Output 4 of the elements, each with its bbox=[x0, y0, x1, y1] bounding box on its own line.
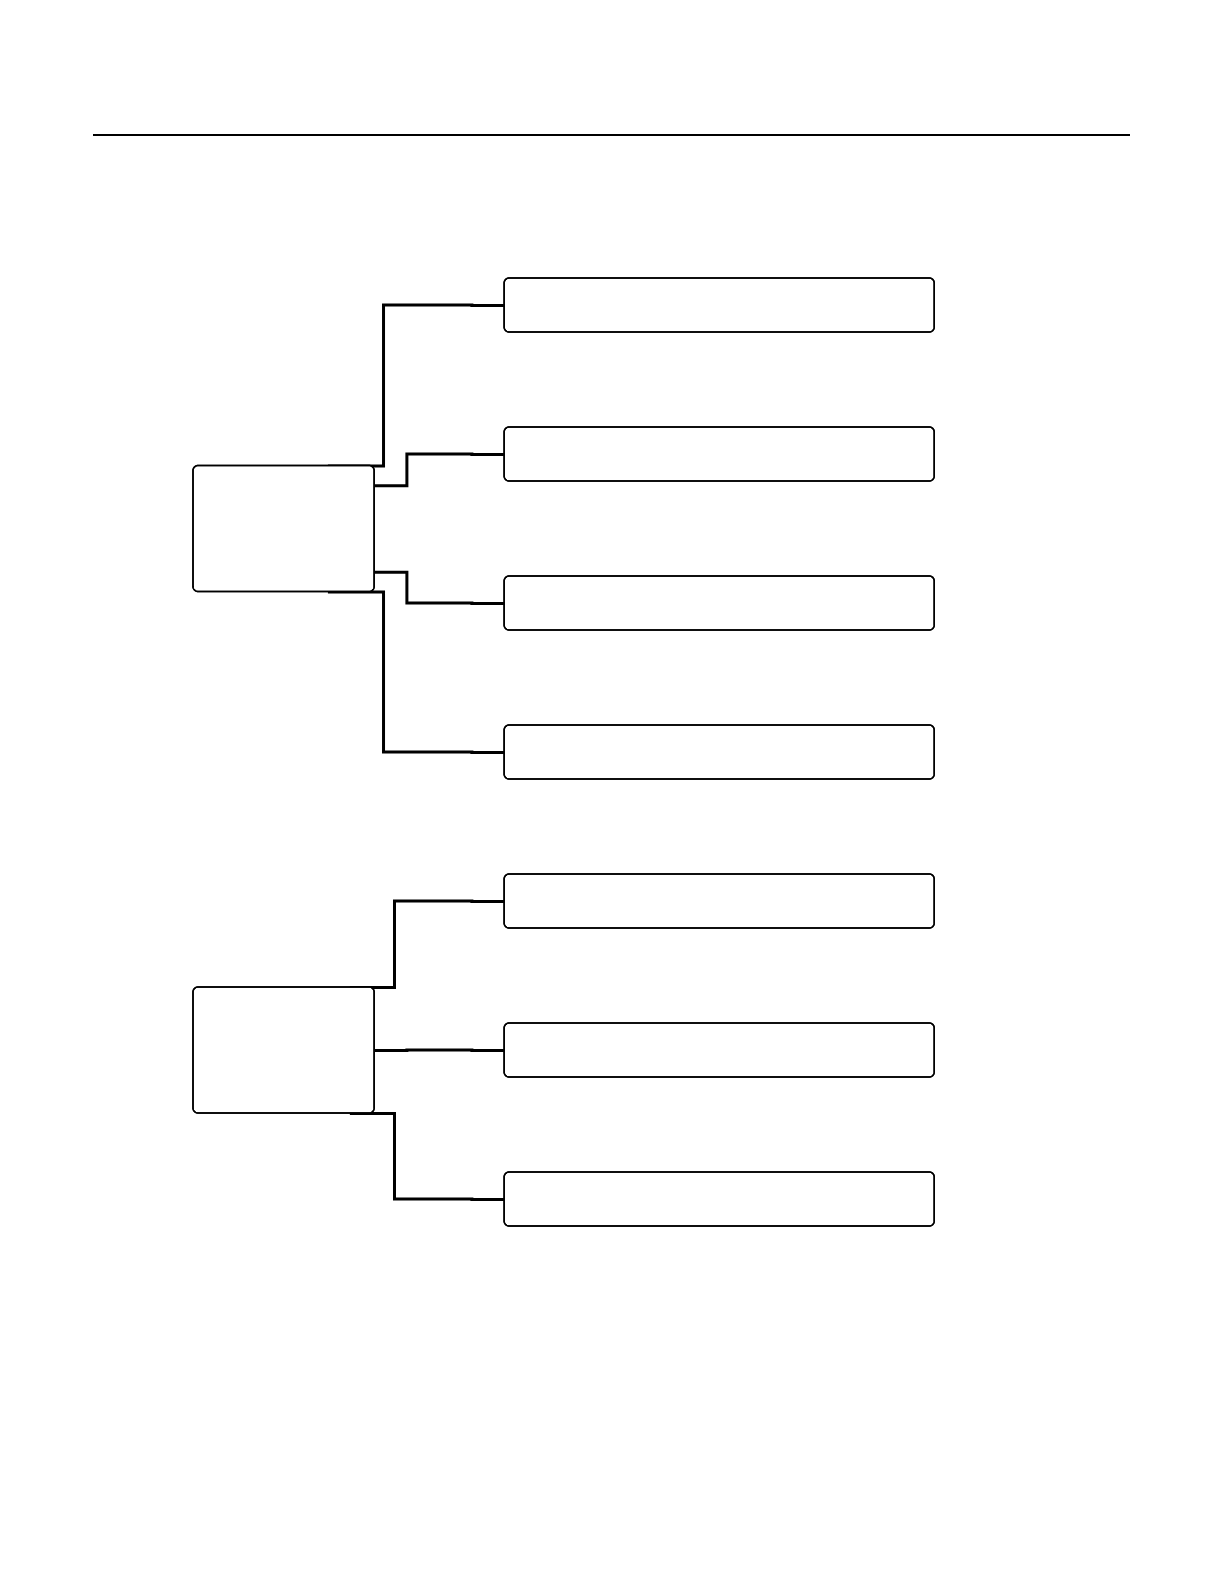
connector bbox=[327, 590, 505, 754]
connector bbox=[374, 570, 505, 605]
connector bbox=[374, 452, 505, 488]
connector bbox=[374, 1048, 505, 1052]
